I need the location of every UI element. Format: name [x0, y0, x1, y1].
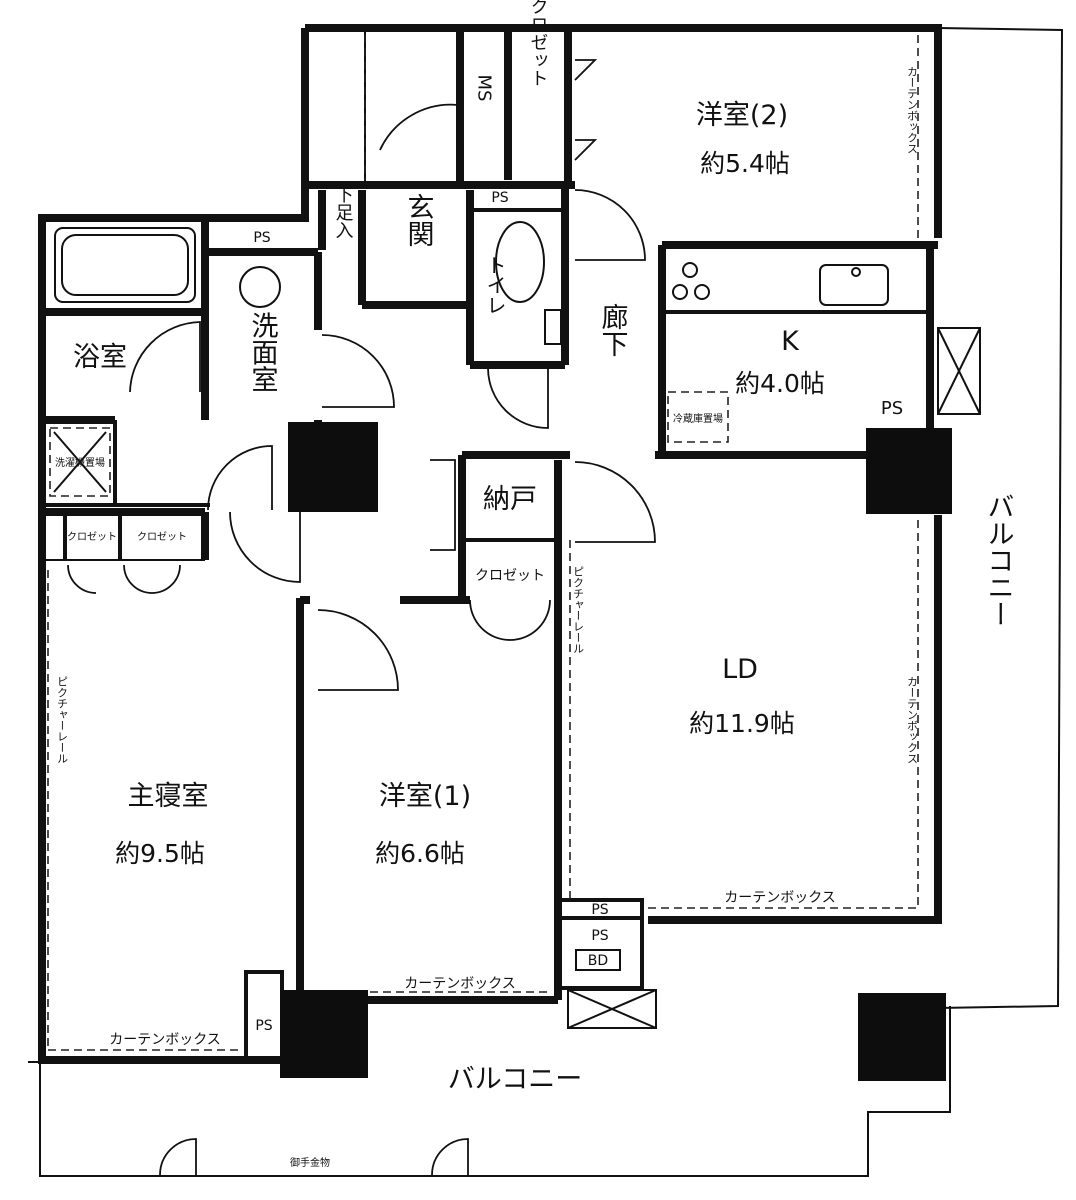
- room-name-washroom: 洗面室: [247, 311, 278, 392]
- ps-label: PS: [881, 398, 903, 419]
- picture-rail-label: ピクチャーレール: [572, 566, 585, 654]
- curtain-box-label-vertical: カーテンボックス: [906, 676, 919, 764]
- room-name-kitchen: K: [781, 326, 800, 357]
- closet-small-label: クロゼット: [137, 531, 187, 543]
- laundry-label: 洗濯機置場: [55, 456, 105, 469]
- closet-small-label: クロゼット: [67, 531, 117, 543]
- curtain-box-label: カーテンボックス: [404, 976, 516, 992]
- room-name-ms: MS: [474, 75, 495, 102]
- room-name-bath: 浴室: [73, 342, 127, 373]
- room-name-youshitsu2: 洋室(2): [696, 100, 788, 131]
- ps-label: PS: [591, 928, 608, 944]
- ps-label: PS: [255, 1018, 272, 1034]
- handrail-label: 御手金物: [290, 1156, 330, 1169]
- room-name-youshitsu1: 洋室(1): [379, 781, 471, 812]
- room-name-balcony-south: バルコニー: [448, 1064, 582, 1095]
- room-name-master: 主寝室: [128, 781, 209, 812]
- room-name-hallway: 廊下: [597, 303, 629, 357]
- curtain-box-label: カーテンボックス: [724, 890, 836, 906]
- room-name-entrance: 玄関: [403, 193, 434, 247]
- room-name-closet-a: クロゼット: [528, 0, 549, 87]
- curtain-box-label: カーテンボックス: [109, 1032, 221, 1048]
- dashed-rails: [47, 35, 919, 1051]
- curtain-box-label-vertical: カーテンボックス: [906, 66, 919, 154]
- bd-box: [575, 949, 621, 971]
- door-swings: [67, 59, 656, 1176]
- bd-label: BD: [588, 953, 608, 969]
- ps-label: PS: [591, 902, 608, 918]
- ps-label: PS: [253, 230, 270, 246]
- structural-pillars: [280, 422, 952, 1081]
- room-area-master: 約9.5帖: [115, 839, 205, 868]
- room-area-ld: 約11.9帖: [689, 709, 795, 738]
- room-name-balcony-east: バルコニー: [983, 493, 1014, 628]
- room-area-youshitsu1: 約6.6帖: [375, 839, 465, 868]
- ps-label: PS: [491, 190, 508, 206]
- room-area-youshitsu2: 約5.4帖: [700, 149, 790, 178]
- room-name-shoebox: 下足入: [333, 185, 354, 239]
- picture-rail-label: ピクチャーレール: [56, 676, 69, 764]
- room-name-ld: LD: [722, 654, 758, 685]
- interior-walls: [42, 28, 930, 1062]
- fixtures: [53, 221, 981, 1029]
- room-name-toilet: トイレ: [483, 255, 507, 315]
- fridge-label: 冷蔵庫置場: [673, 412, 723, 425]
- room-name-storage: 納戸: [483, 484, 537, 515]
- room-name-closet-b: クロゼット: [475, 568, 545, 584]
- room-area-kitchen: 約4.0帖: [735, 369, 825, 398]
